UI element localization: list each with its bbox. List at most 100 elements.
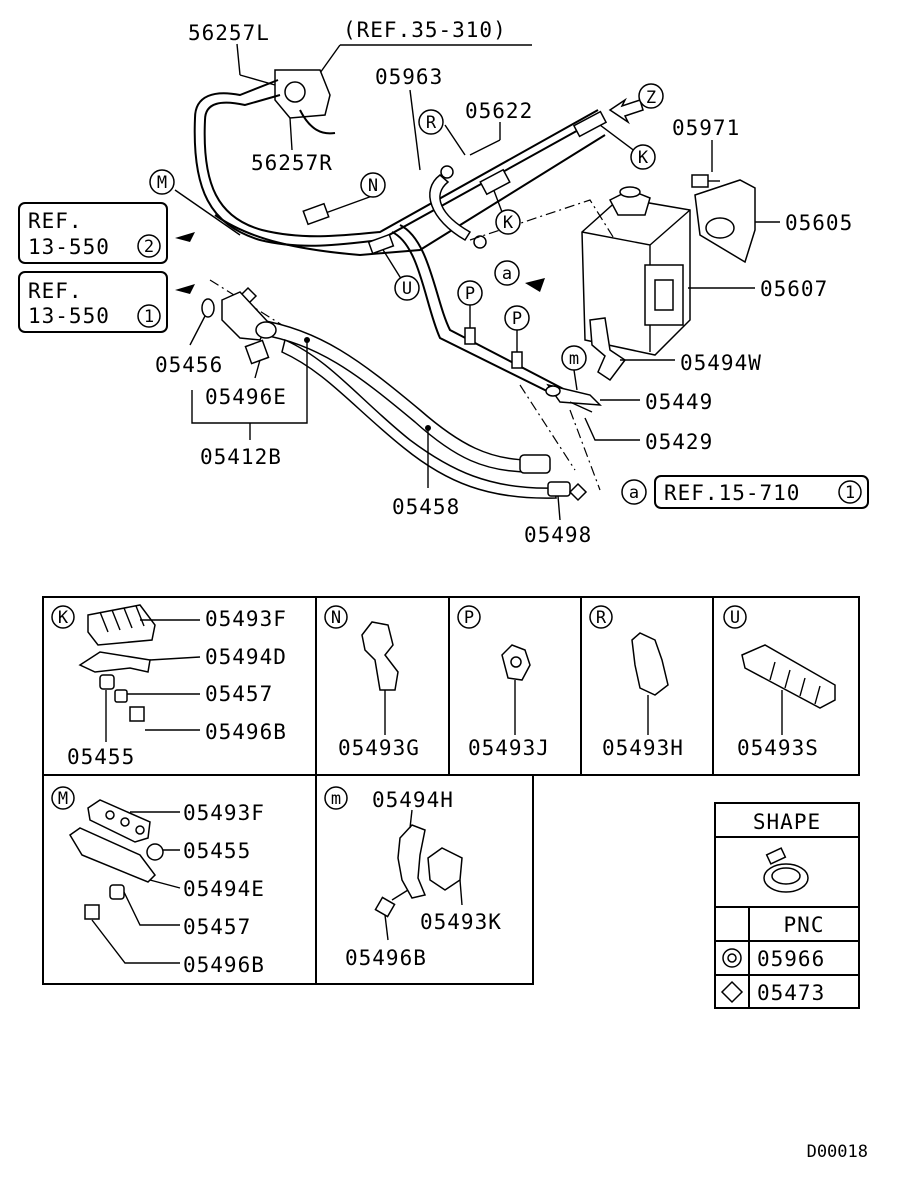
pipe-lower-2 bbox=[391, 231, 566, 401]
diamond-05473 bbox=[568, 482, 588, 502]
svg-text:05494D: 05494D bbox=[205, 645, 287, 669]
legend-shape-header: SHAPE bbox=[753, 810, 821, 834]
clip-05493J-hole bbox=[510, 656, 522, 668]
legend-pnc-05966: 05966 bbox=[757, 947, 825, 971]
svg-text:1: 1 bbox=[144, 307, 154, 327]
svg-text:05493K: 05493K bbox=[420, 910, 502, 934]
grommet-2 bbox=[473, 235, 487, 249]
leader-N bbox=[319, 194, 376, 216]
leader-05456 bbox=[189, 315, 206, 346]
leader-mm-05493K bbox=[459, 879, 463, 906]
ref-box-13-550-1: REF. 13-550 1 bbox=[18, 271, 168, 333]
label-05494W: 05494W bbox=[680, 351, 762, 375]
svg-text:05455: 05455 bbox=[183, 839, 251, 863]
dashline-lower bbox=[519, 384, 576, 471]
pin-05429 bbox=[569, 401, 593, 413]
callout-Z: Z bbox=[638, 83, 664, 109]
leader-05498 bbox=[557, 495, 561, 521]
pipe-bend bbox=[299, 109, 336, 135]
hose-05458 bbox=[281, 338, 557, 499]
callout-M: M bbox=[149, 169, 175, 195]
canister-valve-top bbox=[619, 186, 641, 198]
legend-frame bbox=[714, 802, 860, 1009]
diagram-code: D00018 bbox=[807, 1142, 868, 1162]
svg-text:05493S: 05493S bbox=[737, 736, 819, 760]
leader-m-05457 bbox=[123, 891, 180, 926]
svg-text:K: K bbox=[503, 213, 514, 233]
detail-P: P 05493J bbox=[457, 605, 549, 760]
svg-text:m: m bbox=[569, 349, 579, 369]
callout-a: a bbox=[494, 260, 520, 286]
bracket-05494H bbox=[397, 824, 427, 899]
bolt-05496B-m bbox=[84, 904, 100, 920]
grommet-05455-m bbox=[146, 843, 164, 861]
pipe-lower-1 bbox=[399, 224, 576, 396]
clip-k2 bbox=[572, 110, 608, 138]
svg-text:M: M bbox=[58, 789, 68, 809]
hose-05963 bbox=[429, 174, 472, 242]
double-circle-icon bbox=[722, 948, 742, 968]
callout-P2: P bbox=[504, 305, 530, 331]
hose-end-1 bbox=[519, 454, 551, 474]
callout-N: N bbox=[360, 172, 386, 198]
main-assembly: Z M N R K K U a P P m REF. 13-550 2 REF.… bbox=[18, 18, 869, 547]
bolt-05496B bbox=[129, 706, 145, 722]
clip-p1 bbox=[464, 327, 476, 345]
svg-text:13-550: 13-550 bbox=[28, 304, 110, 328]
bracket-05494E bbox=[68, 827, 156, 883]
detail-table: K 05493F 05494D 05457 05496B 05455 N 054… bbox=[42, 596, 860, 985]
label-05963: 05963 bbox=[375, 65, 443, 89]
label-05605: 05605 bbox=[785, 211, 853, 235]
svg-text:N: N bbox=[368, 176, 378, 196]
svg-text:05493F: 05493F bbox=[205, 607, 287, 631]
svg-text:P: P bbox=[512, 309, 522, 329]
svg-text:05493H: 05493H bbox=[602, 736, 684, 760]
detail-m: m 05494H 05493K 05496B bbox=[324, 786, 502, 970]
callout-R: R bbox=[418, 109, 444, 135]
ref-box-13-550-2: REF. 13-550 2 bbox=[18, 202, 168, 264]
svg-text:REF.: REF. bbox=[28, 279, 83, 303]
leader-56257R bbox=[289, 117, 293, 151]
label-05971: 05971 bbox=[672, 116, 740, 140]
bracket-05494D bbox=[78, 651, 151, 673]
label-56257R: 56257R bbox=[251, 151, 333, 175]
detail-M: M 05493F 05455 05494E 05457 05496B bbox=[51, 786, 265, 977]
clip-05493G bbox=[361, 621, 399, 691]
bolt-shaft bbox=[391, 889, 409, 901]
callout-U: U bbox=[394, 275, 420, 301]
svg-text:05494H: 05494H bbox=[372, 788, 454, 812]
svg-text:05494E: 05494E bbox=[183, 877, 265, 901]
legend-pnc-header: PNC bbox=[784, 913, 825, 937]
svg-text:05493G: 05493G bbox=[338, 736, 420, 760]
label-05458: 05458 bbox=[392, 495, 460, 519]
svg-text:05496B: 05496B bbox=[205, 720, 287, 744]
svg-text:R: R bbox=[596, 608, 607, 628]
label-05449: 05449 bbox=[645, 390, 713, 414]
arrow-a bbox=[525, 278, 545, 292]
svg-text:1: 1 bbox=[845, 483, 855, 503]
grommet-1 bbox=[440, 165, 454, 179]
collar-05457 bbox=[114, 689, 128, 703]
svg-text:05496B: 05496B bbox=[183, 953, 265, 977]
svg-text:K: K bbox=[58, 608, 69, 628]
svg-text:U: U bbox=[730, 608, 740, 628]
label-05607: 05607 bbox=[760, 277, 828, 301]
hose-clamp-icon bbox=[763, 847, 809, 893]
svg-text:M: M bbox=[157, 173, 167, 193]
leader-05963 bbox=[409, 89, 421, 171]
svg-text:K: K bbox=[638, 148, 649, 168]
clip-k1 bbox=[479, 168, 511, 196]
clip-u bbox=[367, 233, 395, 255]
canister-port-inner bbox=[654, 279, 674, 311]
svg-text:R: R bbox=[426, 113, 437, 133]
leader-R bbox=[444, 124, 466, 156]
bracket-05605-hole bbox=[705, 217, 735, 239]
svg-text:05496B: 05496B bbox=[345, 946, 427, 970]
svg-text:05455: 05455 bbox=[67, 745, 135, 769]
svg-text:REF.: REF. bbox=[28, 209, 83, 233]
legend-pnc-05473: 05473 bbox=[757, 981, 825, 1005]
clip-05493K bbox=[427, 847, 463, 891]
clip-05493F-teeth bbox=[99, 605, 145, 633]
detail-R: R 05493H bbox=[589, 605, 684, 760]
